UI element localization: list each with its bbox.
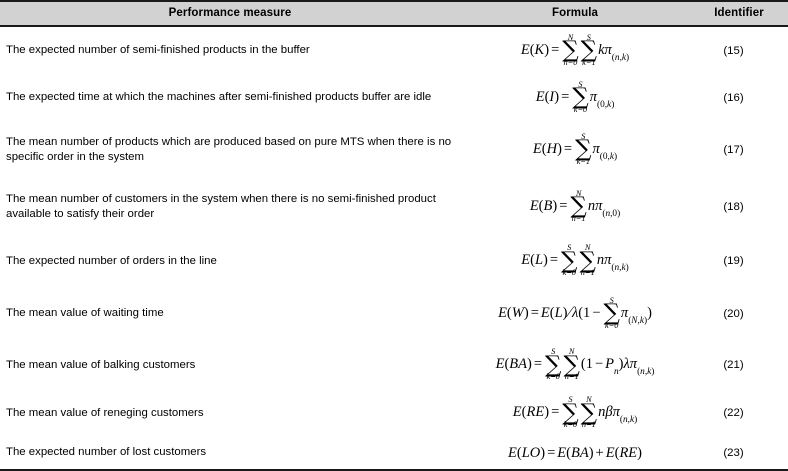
identifier-cell: (19) bbox=[723, 255, 744, 267]
table-header: Performance measure Formula Identifier bbox=[0, 0, 788, 27]
measure-cell: The expected number of orders in the lin… bbox=[6, 254, 217, 267]
table-row: The mean number of products which are pr… bbox=[0, 121, 788, 178]
identifier-cell: (21) bbox=[723, 359, 744, 371]
table-header-row: Performance measure Formula Identifier bbox=[0, 0, 788, 27]
measure-cell: The mean number of products which are pr… bbox=[6, 135, 452, 163]
table-body: The expected number of semi-finished pro… bbox=[0, 26, 788, 471]
column-header-performance-measure: Performance measure bbox=[0, 0, 460, 27]
measure-cell: The expected number of lost customers bbox=[0, 436, 460, 471]
identifier-cell: (23) bbox=[690, 436, 788, 471]
identifier-cell: (18) bbox=[723, 200, 744, 213]
identifier-cell: (15) bbox=[723, 44, 744, 57]
table-row: The mean value of reneging customers E(R… bbox=[0, 390, 788, 436]
identifier-cell: (20) bbox=[723, 307, 744, 320]
table-row: The mean value of waiting time E(W)=E(L)… bbox=[0, 287, 788, 340]
table-row: The mean value of balking customers E(BA… bbox=[0, 340, 788, 390]
measure-cell: The mean value of balking customers bbox=[6, 358, 196, 371]
table-row: The expected number of lost customers E(… bbox=[0, 436, 788, 471]
measure-cell: The expected number of semi-finished pro… bbox=[6, 44, 310, 56]
table-row: The mean number of customers in the syst… bbox=[0, 178, 788, 235]
column-header-formula: Formula bbox=[460, 0, 690, 27]
identifier-cell: (17) bbox=[723, 143, 744, 156]
table-row: The expected time at which the machines … bbox=[0, 74, 788, 121]
measure-cell: The expected time at which the machines … bbox=[6, 91, 432, 103]
table-row: The expected number of orders in the lin… bbox=[0, 235, 788, 287]
measure-cell: The mean value of reneging customers bbox=[6, 406, 204, 419]
measure-cell: The mean number of customers in the syst… bbox=[6, 192, 436, 220]
formula-cell: E(LO)=E(BA)+E(RE) bbox=[460, 436, 690, 471]
column-header-identifier: Identifier bbox=[690, 0, 788, 27]
identifier-cell: (16) bbox=[723, 91, 744, 104]
identifier-cell: (22) bbox=[723, 407, 744, 419]
measure-cell: The mean value of waiting time bbox=[6, 307, 164, 319]
table-row: The expected number of semi-finished pro… bbox=[0, 26, 788, 74]
formula-expression: E(LO)=E(BA)+E(RE) bbox=[508, 445, 642, 462]
